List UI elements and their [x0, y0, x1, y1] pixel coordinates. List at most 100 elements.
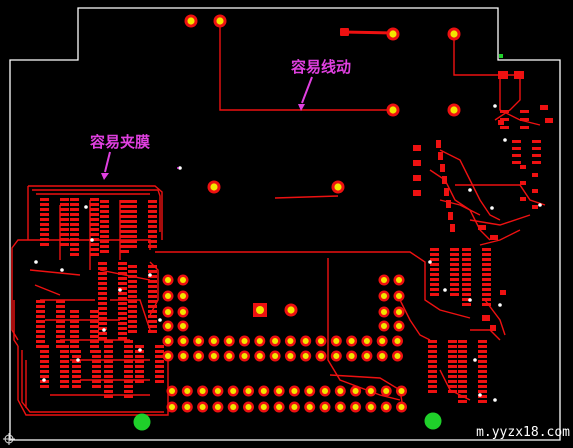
- smd-pad: [428, 380, 437, 383]
- smd-pad: [70, 325, 79, 328]
- pad-hole: [363, 352, 370, 360]
- trace: [34, 284, 61, 296]
- smd-pad: [462, 248, 471, 251]
- via: [102, 328, 106, 332]
- pad-hole: [450, 106, 458, 114]
- smd-pad: [60, 370, 69, 373]
- mount-pad: [133, 413, 151, 431]
- smd-pad: [56, 305, 65, 308]
- smd-pad: [450, 278, 459, 281]
- smd-pad: [40, 203, 49, 206]
- smd-pad: [90, 238, 99, 241]
- smd-pad: [148, 210, 157, 213]
- smd-pad: [478, 400, 487, 403]
- smd-pad: [60, 223, 69, 226]
- smd-pad: [148, 300, 157, 303]
- pad-hole: [334, 183, 342, 191]
- smd-pad: [120, 220, 129, 223]
- smd-pad: [120, 240, 129, 243]
- pad-hole: [276, 387, 283, 395]
- via: [178, 166, 182, 170]
- smd-pad: [462, 283, 471, 286]
- smd-pad: [120, 230, 129, 233]
- smd-pad: [40, 228, 49, 231]
- annotation-dot: [177, 167, 179, 169]
- smd-pad: [430, 248, 439, 251]
- smd-pad: [90, 203, 99, 206]
- smd-pad: [60, 203, 69, 206]
- smd-pad: [70, 248, 79, 251]
- smd-pad: [98, 322, 107, 325]
- smd-pad: [448, 340, 457, 343]
- pad-hole: [195, 352, 202, 360]
- pad-hole: [287, 352, 294, 360]
- smd-pad: [450, 273, 459, 276]
- smd-pad: [155, 370, 164, 373]
- smd-pad: [90, 345, 99, 348]
- smd-pad: [458, 360, 467, 363]
- smd-pad: [148, 200, 157, 203]
- pad-hole: [187, 17, 195, 25]
- smd-pad: [56, 315, 65, 318]
- trace-layer: [11, 21, 546, 416]
- smd-pad: [90, 248, 99, 251]
- smd-pad: [148, 275, 157, 278]
- smd-pad: [118, 327, 127, 330]
- smd-pad: [118, 312, 127, 315]
- smd-pad: [120, 250, 129, 253]
- smd-pad: [462, 253, 471, 256]
- smd-pad: [72, 350, 81, 353]
- smd-pad: [90, 320, 99, 323]
- smd-pad: [118, 307, 127, 310]
- smd-pad: [448, 355, 457, 358]
- smd-pad: [448, 370, 457, 373]
- smd-pad: [40, 350, 49, 353]
- smd-pad: [428, 385, 437, 388]
- smd-pad: [70, 213, 79, 216]
- smd-pad: [512, 147, 521, 150]
- smd-pad: [90, 330, 99, 333]
- smd-pad: [500, 110, 509, 113]
- smd-pad: [482, 293, 491, 296]
- smd-pad: [478, 340, 487, 343]
- smd-pad: [120, 215, 129, 218]
- smd-pad: [104, 385, 113, 388]
- smd-pad: [448, 212, 453, 220]
- smd-pad: [100, 225, 109, 228]
- trace: [28, 185, 163, 240]
- smd-pad: [462, 303, 471, 306]
- pad-hole: [245, 403, 252, 411]
- pad-hole: [241, 337, 248, 345]
- smd-pad: [118, 272, 127, 275]
- via: [84, 205, 88, 209]
- smd-pad: [90, 223, 99, 226]
- smd-pad: [128, 330, 137, 333]
- smd-pad: [90, 198, 99, 201]
- smd-pad: [70, 243, 79, 246]
- via: [468, 188, 472, 192]
- smd-pad: [148, 235, 157, 238]
- smd-pad: [462, 288, 471, 291]
- trace: [469, 214, 531, 226]
- smd-pad: [100, 240, 109, 243]
- smd-pad: [104, 340, 113, 343]
- mount-pad: [424, 412, 442, 430]
- smd-pad: [482, 283, 491, 286]
- smd-pad: [56, 320, 65, 323]
- pad-hole: [337, 403, 344, 411]
- smd-pad: [478, 375, 487, 378]
- smd-pad: [92, 370, 101, 373]
- smd-pad: [98, 327, 107, 330]
- smd-pad: [148, 280, 157, 283]
- smd-pad: [104, 365, 113, 368]
- trace: [155, 251, 471, 319]
- smd-pad: [70, 345, 79, 348]
- pad-hole: [260, 387, 267, 395]
- smd-pad: [448, 390, 457, 393]
- smd-pad: [104, 355, 113, 358]
- smd-pad: [135, 375, 144, 378]
- smd-pad: [148, 270, 157, 273]
- smd-pad: [148, 320, 157, 323]
- pad-hole: [180, 337, 187, 345]
